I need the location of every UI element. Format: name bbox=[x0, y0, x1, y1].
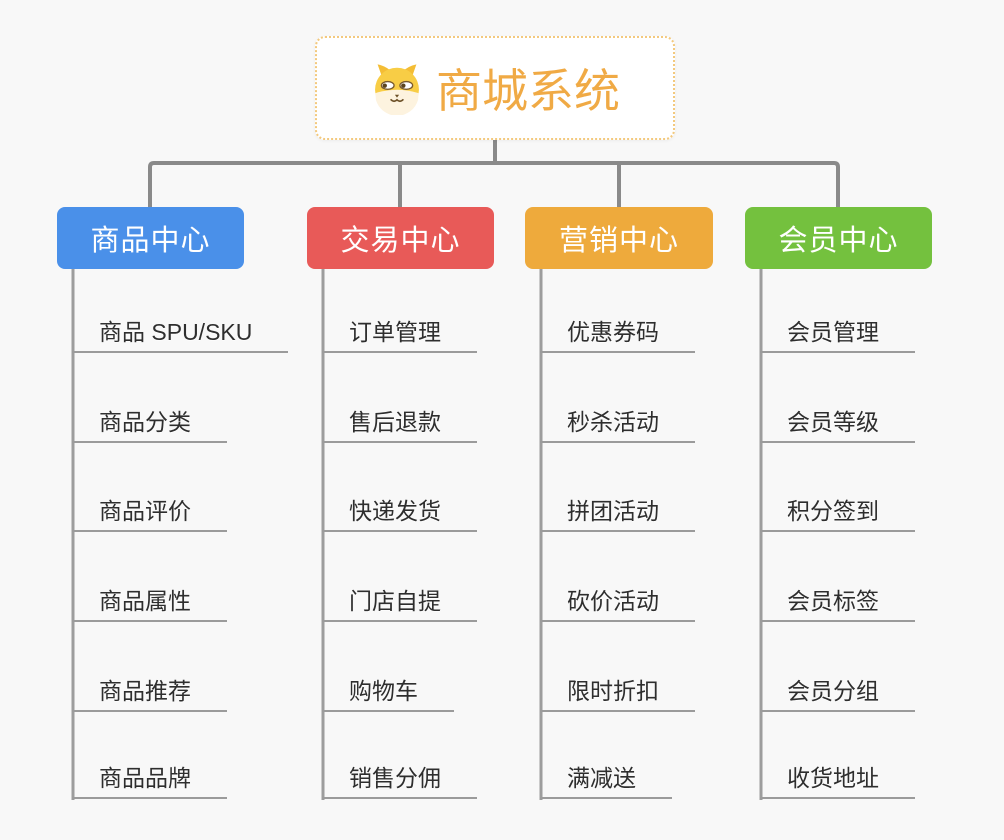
leaf-node[interactable]: 会员分组 bbox=[760, 672, 915, 712]
branch-node-marketing[interactable]: 营销中心 bbox=[525, 207, 713, 269]
branch-label: 交易中心 bbox=[340, 225, 461, 257]
leaf-node[interactable]: 满减送 bbox=[540, 759, 672, 799]
leaf-node[interactable]: 商品属性 bbox=[72, 582, 227, 622]
branch-label: 商品中心 bbox=[90, 225, 211, 257]
branch-label: 会员中心 bbox=[778, 225, 899, 257]
leaf-node[interactable]: 订单管理 bbox=[322, 313, 477, 353]
leaf-node[interactable]: 砍价活动 bbox=[540, 582, 695, 622]
leaf-node[interactable]: 拼团活动 bbox=[540, 492, 695, 532]
leaf-node[interactable]: 购物车 bbox=[322, 672, 454, 712]
leaf-node[interactable]: 销售分佣 bbox=[322, 759, 477, 799]
leaf-node[interactable]: 商品推荐 bbox=[72, 672, 227, 712]
leaf-node[interactable]: 商品分类 bbox=[72, 403, 227, 443]
leaf-node[interactable]: 会员管理 bbox=[760, 313, 915, 353]
leaf-node[interactable]: 会员标签 bbox=[760, 582, 915, 622]
branch-node-members[interactable]: 会员中心 bbox=[745, 207, 932, 269]
leaf-node[interactable]: 商品品牌 bbox=[72, 759, 227, 799]
leaf-node[interactable]: 秒杀活动 bbox=[540, 403, 695, 443]
root-node[interactable]: 商城系统 bbox=[315, 36, 675, 140]
leaf-node[interactable]: 商品评价 bbox=[72, 492, 227, 532]
leaf-node[interactable]: 快递发货 bbox=[322, 492, 477, 532]
leaf-node[interactable]: 商品 SPU/SKU bbox=[72, 313, 289, 353]
branch-node-products[interactable]: 商品中心 bbox=[57, 207, 244, 269]
leaf-node[interactable]: 限时折扣 bbox=[540, 672, 695, 712]
leaf-node[interactable]: 积分签到 bbox=[760, 492, 915, 532]
root-title: 商城系统 bbox=[436, 65, 620, 117]
branch-label: 营销中心 bbox=[558, 225, 679, 257]
leaf-node[interactable]: 门店自提 bbox=[322, 582, 477, 622]
shiba-dog-icon bbox=[375, 64, 419, 115]
leaf-node[interactable]: 优惠券码 bbox=[540, 313, 695, 353]
branch-node-trade[interactable]: 交易中心 bbox=[307, 207, 494, 269]
leaf-node[interactable]: 收货地址 bbox=[760, 759, 915, 799]
leaf-node[interactable]: 会员等级 bbox=[760, 403, 915, 443]
leaf-node[interactable]: 售后退款 bbox=[322, 403, 477, 443]
